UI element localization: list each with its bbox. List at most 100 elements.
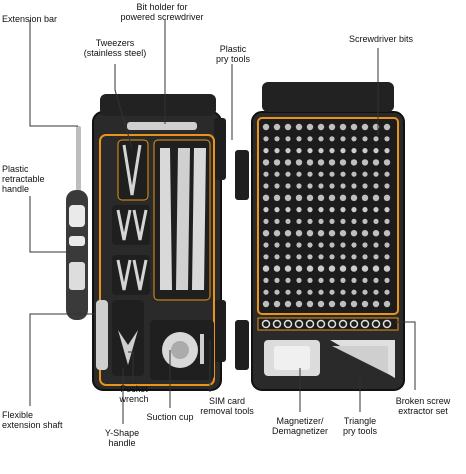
screwdriver-bit-icon bbox=[284, 123, 292, 131]
screwdriver-bit-icon bbox=[340, 218, 346, 224]
screwdriver-bit-icon bbox=[263, 148, 269, 154]
screwdriver-bit-icon bbox=[362, 254, 368, 260]
screwdriver-bit-icon bbox=[318, 277, 324, 283]
screwdriver-bit-icon bbox=[328, 194, 336, 201]
screwdriver-bit-icon bbox=[373, 183, 379, 189]
screwdriver-bit-icon bbox=[263, 171, 269, 177]
screwdriver-bit-icon bbox=[329, 183, 335, 189]
label-triangle-pry-tools: Triangle pry tools bbox=[342, 416, 377, 436]
screwdriver-bit-icon bbox=[361, 265, 369, 272]
screwdriver-bit-icon bbox=[274, 171, 280, 177]
screwdriver-bit-icon bbox=[350, 230, 358, 237]
screwdriver-bit-icon bbox=[262, 300, 270, 308]
screwdriver-bit-icon bbox=[262, 230, 270, 237]
screwdriver-bit-icon bbox=[307, 254, 313, 260]
screwdriver-bit-icon bbox=[373, 277, 379, 283]
screwdriver-bit-icon bbox=[373, 148, 379, 154]
screwdriver-bit-icon bbox=[362, 183, 368, 189]
screwdriver-bit-icon bbox=[350, 194, 358, 201]
screwdriver-bit-icon bbox=[384, 289, 390, 295]
screwdriver-bit-icon bbox=[285, 148, 291, 154]
screwdriver-bit-icon bbox=[306, 123, 314, 131]
screwdriver-bit-icon bbox=[318, 136, 324, 142]
screw-extractor-icon bbox=[261, 319, 271, 329]
screwdriver-bit-icon bbox=[361, 300, 369, 308]
screwdriver-bit-icon bbox=[373, 289, 379, 295]
screwdriver-bit-icon bbox=[296, 183, 302, 189]
screwdriver-bit-icon bbox=[306, 265, 314, 272]
screwdriver-bit-icon bbox=[328, 159, 336, 166]
screwdriver-bit-icon bbox=[296, 136, 302, 142]
screwdriver-bit-icon bbox=[263, 136, 269, 142]
label-extension-bar: Extension bar bbox=[2, 14, 58, 24]
screwdriver-bit-icon bbox=[307, 207, 313, 213]
screwdriver-bit-icon bbox=[284, 230, 292, 237]
screwdriver-bit-icon bbox=[362, 136, 368, 142]
screwdriver-bit-icon bbox=[273, 159, 281, 166]
screwdriver-bit-icon bbox=[361, 194, 369, 201]
screwdriver-bit-icon bbox=[384, 277, 390, 283]
screwdriver-bit-icon bbox=[383, 194, 391, 201]
screw-extractor-icon bbox=[360, 319, 370, 329]
screwdriver-bit-icon bbox=[351, 289, 357, 295]
screwdriver-bit-icon bbox=[350, 159, 358, 166]
screw-extractor-icon bbox=[371, 319, 381, 329]
screwdriver-bit-icon bbox=[295, 159, 303, 166]
label-sim-tools: SIM card removal tools bbox=[200, 396, 254, 416]
screwdriver-bit-icon bbox=[350, 123, 358, 131]
screwdriver-bit-icon bbox=[263, 277, 269, 283]
screwdriver-bit-icon bbox=[384, 183, 390, 189]
sim-tools-icon bbox=[200, 334, 204, 364]
screwdriver-bit-icon bbox=[362, 218, 368, 224]
screwdriver-bit-icon bbox=[274, 207, 280, 213]
screwdriver-bit-icon bbox=[372, 159, 380, 166]
screwdriver-bit-icon bbox=[285, 254, 291, 260]
screwdriver-bit-icon bbox=[273, 300, 281, 308]
screwdriver-bit-icon bbox=[318, 218, 324, 224]
screw-extractor-icon bbox=[338, 319, 348, 329]
screwdriver-bit-icon bbox=[262, 194, 270, 201]
plastic-pry-tools-icon bbox=[153, 139, 211, 301]
screw-extractor-icon bbox=[305, 319, 315, 329]
screwdriver-bit-icon bbox=[372, 265, 380, 272]
screwdriver-bit-icon bbox=[329, 171, 335, 177]
screwdriver-bit-icon bbox=[362, 148, 368, 154]
screwdriver-bit-icon bbox=[339, 159, 347, 166]
screwdriver-bit-icon bbox=[372, 194, 380, 201]
screwdriver-bit-icon bbox=[262, 123, 270, 131]
screwdriver-bit-icon bbox=[340, 136, 346, 142]
screwdriver-bit-icon bbox=[339, 194, 347, 201]
screwdriver-bit-icon bbox=[329, 254, 335, 260]
screwdriver-bit-icon bbox=[362, 277, 368, 283]
screwdriver-bit-icon bbox=[306, 159, 314, 166]
screwdriver-bit-icon bbox=[339, 123, 347, 131]
screwdriver-bit-icon bbox=[307, 289, 313, 295]
screwdriver-bit-icon bbox=[284, 194, 292, 201]
screwdriver-bit-icon bbox=[285, 277, 291, 283]
screwdriver-bit-icon bbox=[263, 218, 269, 224]
screwdriver-bit-icon bbox=[274, 254, 280, 260]
screwdriver-bit-icon bbox=[361, 230, 369, 237]
screwdriver-bit-icon bbox=[285, 242, 291, 248]
screwdriver-bit-icon bbox=[351, 136, 357, 142]
screwdriver-bit-icon bbox=[351, 254, 357, 260]
screwdriver-bit-icon bbox=[384, 218, 390, 224]
screwdriver-bit-icon bbox=[328, 300, 336, 308]
screw-extractor-icon bbox=[316, 319, 326, 329]
label-flexible-shaft: Flexible extension shaft bbox=[2, 410, 63, 430]
screwdriver-bit-icon bbox=[329, 242, 335, 248]
screwdriver-bit-icon bbox=[317, 159, 325, 166]
right-case-icon bbox=[235, 82, 405, 391]
screwdriver-bit-icon bbox=[285, 218, 291, 224]
screwdriver-bit-icon bbox=[372, 300, 380, 308]
screwdriver-bit-icon bbox=[318, 207, 324, 213]
screwdriver-bit-icon bbox=[383, 230, 391, 237]
screwdriver-bit-icon bbox=[340, 207, 346, 213]
screwdriver-bit-icon bbox=[318, 242, 324, 248]
screwdriver-bit-icon bbox=[307, 218, 313, 224]
screw-extractor-icon bbox=[283, 319, 293, 329]
screwdriver-bit-icon bbox=[295, 300, 303, 308]
screwdriver-bit-icon bbox=[384, 171, 390, 177]
screwdriver-bit-icon bbox=[306, 194, 314, 201]
